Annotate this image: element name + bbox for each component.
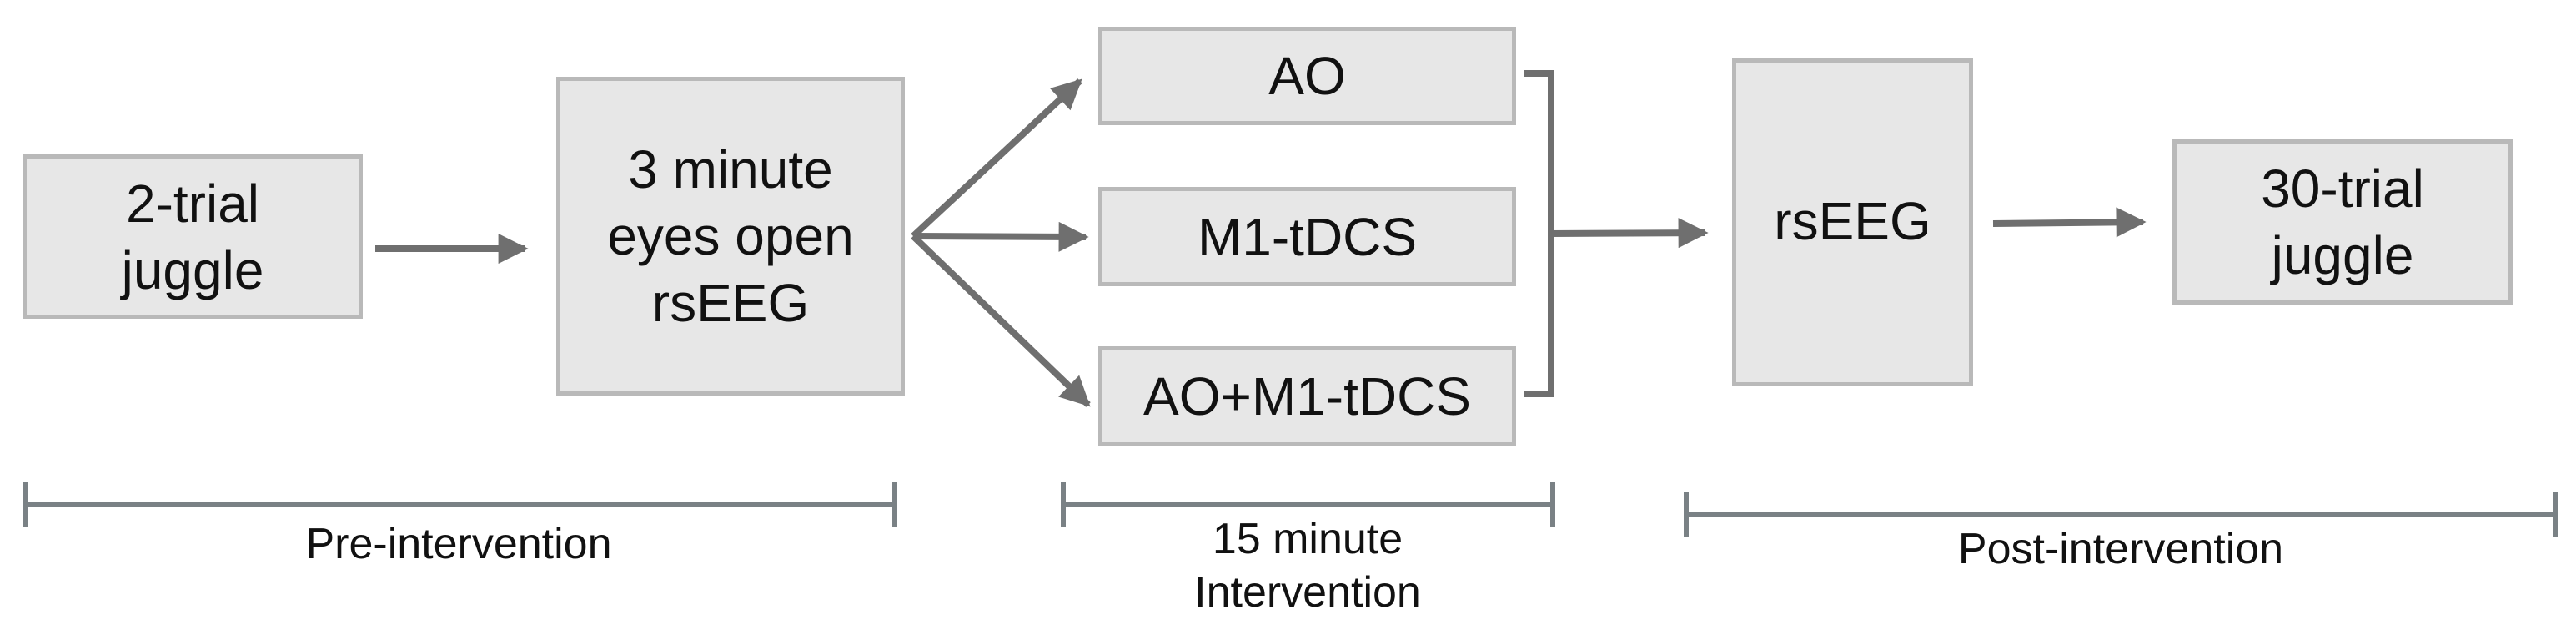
step-post-juggle: 30-trial juggle	[2172, 139, 2513, 305]
step-pre-juggle-label: 2-trial juggle	[121, 173, 264, 300]
step-ao: AO	[1098, 27, 1516, 125]
step-baseline-eeg: 3 minute eyes open rsEEG	[556, 77, 905, 396]
step-m1-tdcs: M1-tDCS	[1098, 187, 1516, 286]
timeline-pre-intervention	[23, 482, 897, 527]
arrow-eeg-to-post-juggle	[1992, 207, 2147, 238]
step-post-eeg-label: rsEEG	[1774, 191, 1931, 251]
phase-label-intervention: 15 minute Intervention	[1194, 515, 1421, 617]
phase-label-post-intervention: Post-intervention	[1957, 525, 2284, 573]
arrow-eeg-to-m1-tdcs	[912, 221, 1089, 252]
timeline-post-intervention	[1684, 492, 2558, 537]
step-m1-tdcs-label: M1-tDCS	[1197, 206, 1418, 267]
step-ao-label: AO	[1268, 46, 1346, 106]
arrow-eeg-to-ao-m1-tdcs	[911, 234, 1091, 407]
step-ao-m1-tdcs-label: AO+M1-tDCS	[1143, 366, 1471, 426]
intervention-bracket	[1524, 70, 1554, 397]
step-post-juggle-label: 30-trial juggle	[2261, 159, 2424, 285]
arrow-intervention-to-post-eeg	[1550, 218, 1709, 249]
phase-label-pre-intervention: Pre-intervention	[305, 520, 612, 568]
step-pre-juggle: 2-trial juggle	[23, 154, 363, 319]
step-ao-m1-tdcs: AO+M1-tDCS	[1098, 346, 1516, 446]
timeline-intervention	[1061, 482, 1555, 527]
arrow-eeg-to-ao	[911, 78, 1082, 239]
step-baseline-eeg-label: 3 minute eyes open rsEEG	[607, 139, 854, 333]
step-post-eeg: rsEEG	[1732, 58, 1973, 386]
